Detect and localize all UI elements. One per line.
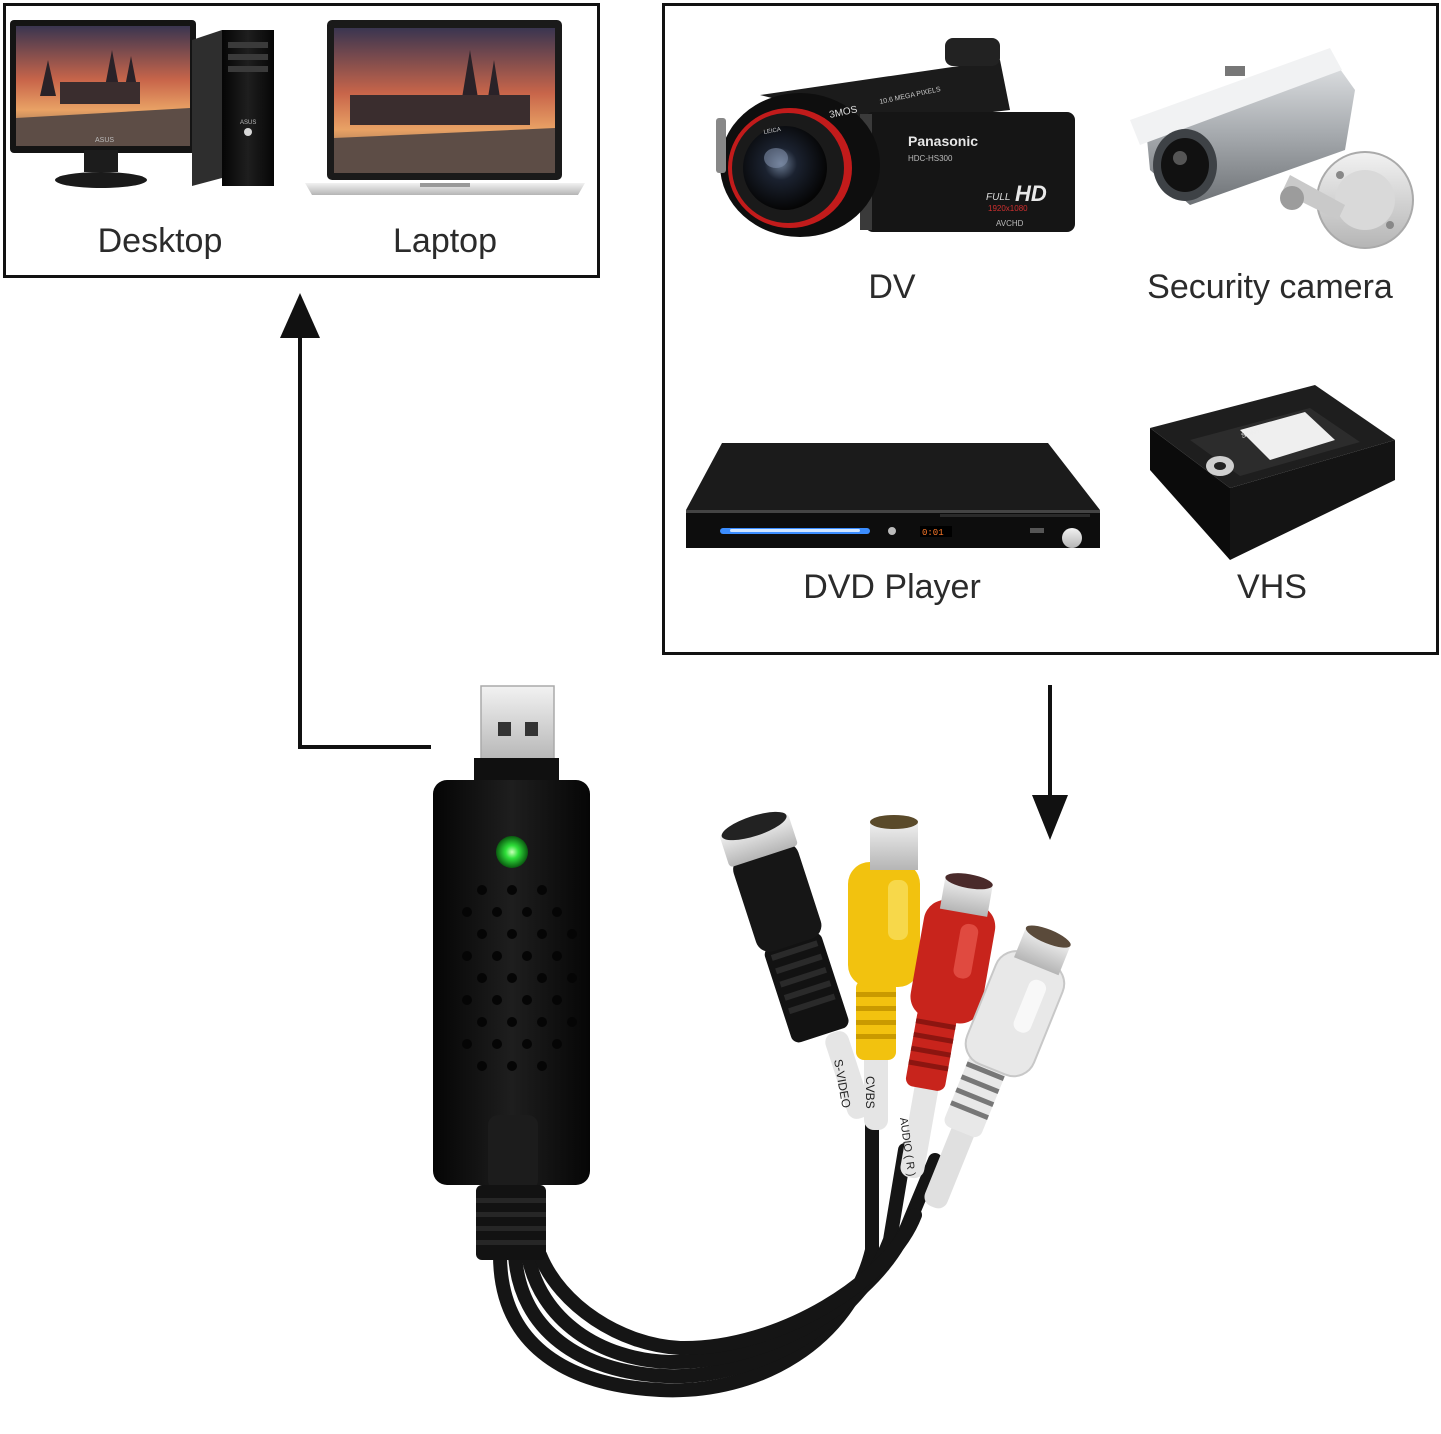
label-security-camera: Security camera [1147,268,1393,306]
vhs-tape-icon: SONY [1150,385,1395,560]
input-arrow [1032,685,1068,840]
dvd-player-icon: 0:01 [686,443,1100,548]
desktop-computer-icon: ASUS ASUS [10,20,274,188]
tower-brand: ASUS [240,120,256,126]
rca-white-connector [924,925,1072,1209]
output-arrow [280,293,431,749]
cable-bundle [493,1103,942,1398]
camcorder-brand: Panasonic [908,133,978,149]
security-camera-icon [1130,48,1414,249]
camcorder-format: AVCHD [996,219,1024,228]
camcorder-icon: Panasonic HDC-HS300 FULL HD 1920x1080 AV… [716,38,1075,237]
rca-yellow-connector: CVBS [848,815,920,1130]
label-laptop: Laptop [393,222,497,260]
camcorder-lens-brand: LEICA [763,127,781,136]
laptop-icon [305,20,585,195]
camcorder-hd: HD [1015,181,1047,206]
camcorder-model: HDC-HS300 [908,154,953,163]
label-dvd-player: DVD Player [803,568,981,606]
usb-capture-dongle [433,685,590,1260]
dvd-display: 0:01 [922,528,944,538]
camcorder-resolution: 1920x1080 [988,204,1028,213]
svideo-connector: S-VIDEO [720,811,871,1119]
monitor-brand: ASUS [95,137,114,144]
camcorder-hd-prefix: FULL [986,192,1010,203]
label-dv: DV [868,268,916,306]
label-desktop: Desktop [97,222,223,260]
cvbs-label: CVBS [863,1076,877,1109]
label-vhs: VHS [1237,568,1307,606]
power-led-icon [496,836,528,868]
rca-red-connector: AUDIO ( R ) [897,873,996,1179]
